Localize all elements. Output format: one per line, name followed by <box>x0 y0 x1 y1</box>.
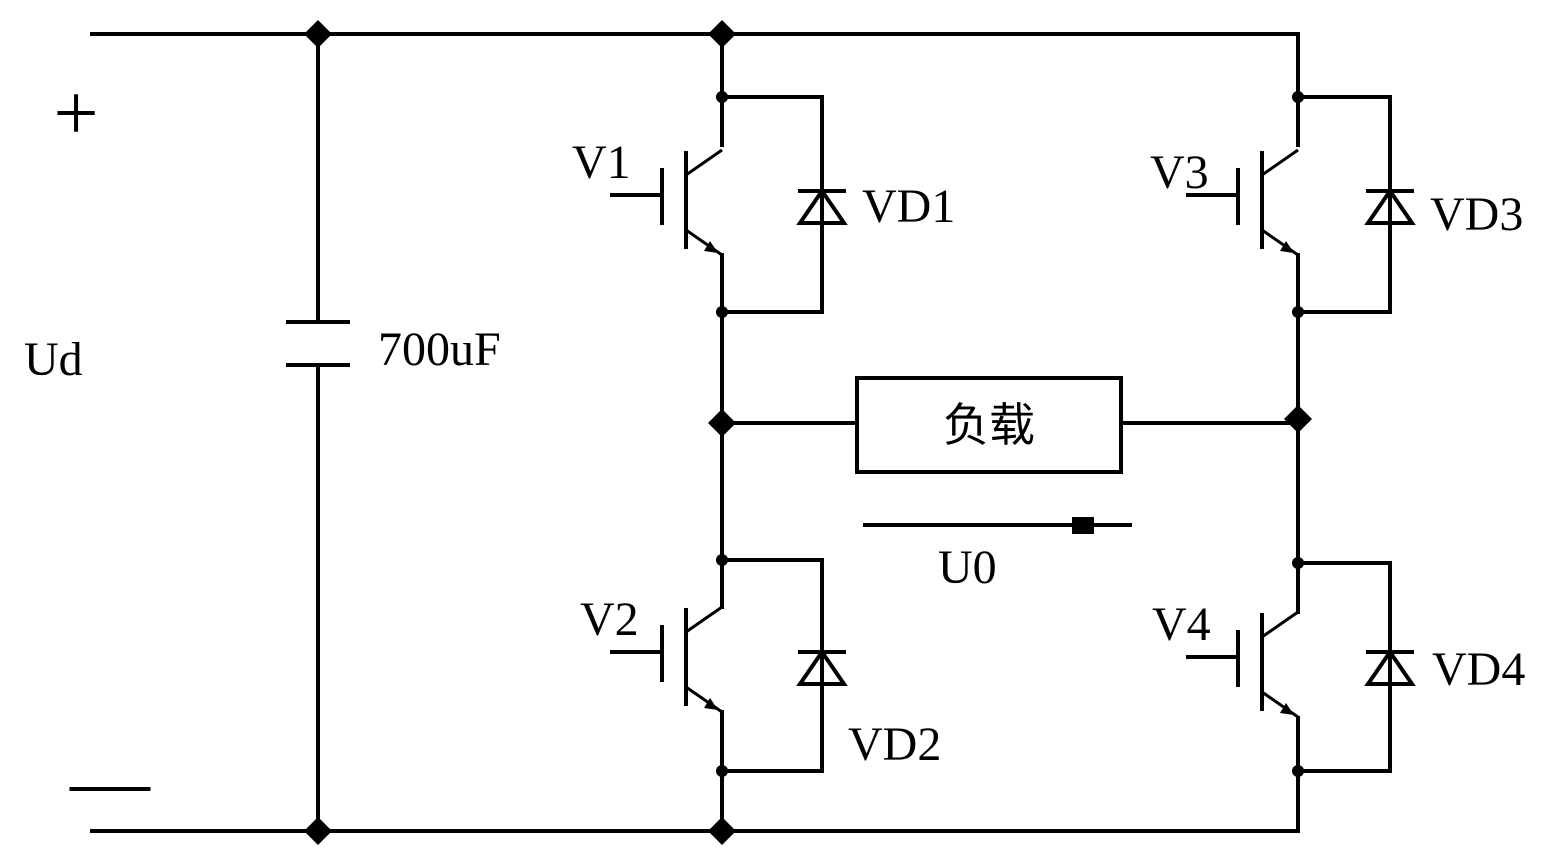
capacitor-label: 700uF <box>378 323 501 376</box>
dc-link-capacitor <box>286 32 350 833</box>
diode-label-vd4: VD4 <box>1432 643 1525 696</box>
output-voltage-arrow <box>863 517 1132 534</box>
junction-dots <box>304 20 1312 845</box>
switch-label-v3: V3 <box>1150 146 1209 199</box>
diode-label-vd1: VD1 <box>862 180 955 233</box>
plus-sign: + <box>53 70 98 158</box>
switch-label-v1: V1 <box>572 136 631 189</box>
left-leg-wiring <box>720 32 824 833</box>
switch-label-v4: V4 <box>1152 598 1211 651</box>
load-box <box>855 376 1123 474</box>
diode-label-vd2: VD2 <box>848 718 941 771</box>
source-voltage-label: Ud <box>24 333 83 386</box>
diode-label-vd3: VD3 <box>1430 188 1523 241</box>
load-label: 负载 <box>943 398 1035 452</box>
minus-sign: — <box>69 738 151 826</box>
right-leg-wiring <box>1296 32 1392 833</box>
switch-label-v2: V2 <box>580 593 639 646</box>
output-voltage-label: U0 <box>938 541 997 594</box>
